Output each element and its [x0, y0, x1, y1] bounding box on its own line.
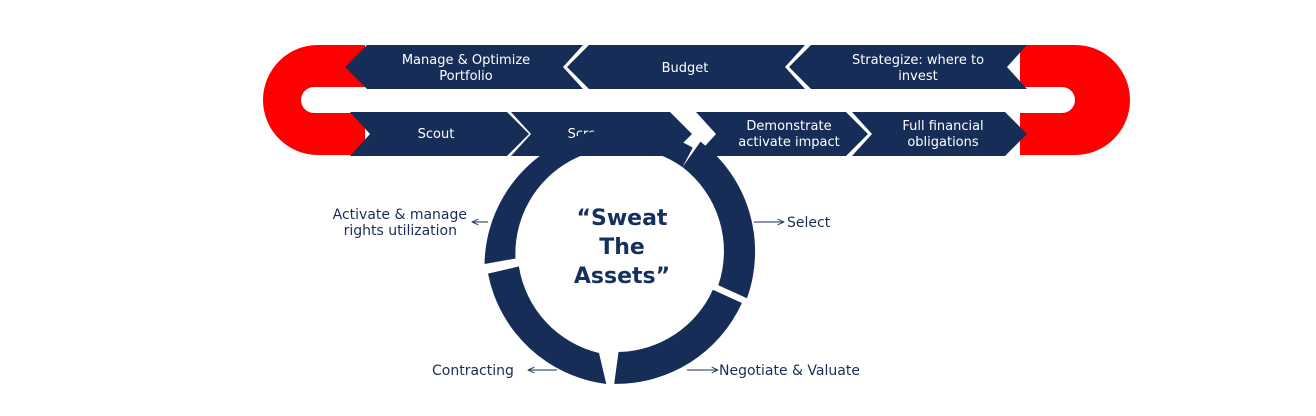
chevron-label-line1: Budget [662, 61, 709, 76]
contracting-label: Contracting [432, 363, 514, 379]
chevron-strategize: Strategize: where to invest [789, 45, 1027, 89]
right-red-u-turn [1020, 45, 1130, 155]
chevron-scout: Scout [350, 112, 529, 156]
cycle-segment-contracting [488, 266, 607, 384]
cycle-segment-negotiate [614, 289, 742, 384]
chevron-label-line1: Scout [418, 127, 455, 142]
chevron-budget: Budget [567, 45, 805, 89]
chevron-label-line1: Strategize: where to [852, 53, 984, 68]
center-title-line2: The [599, 235, 645, 260]
chevron-label-line2: obligations [907, 135, 979, 150]
activate-label-line1: Activate & manage [333, 207, 467, 223]
cycle-segment-activate [484, 128, 693, 264]
chevron-demonstrate: Demonstrate activate impact [696, 112, 868, 156]
activate-label-line2: rights utilization [344, 223, 457, 239]
chevron-label-line1: Demonstrate [746, 119, 831, 134]
chevron-manage-optimize: Manage & Optimize Portfolio [345, 45, 583, 89]
center-title-line1: “Sweat [577, 206, 668, 231]
left-red-u-turn [263, 45, 365, 155]
chevron-label-line2: Portfolio [439, 69, 493, 84]
negotiate-label: Negotiate & Valuate [719, 363, 860, 379]
chevron-label-line1: Manage & Optimize [402, 53, 530, 68]
chevron-full-financial: Full financial obligations [852, 112, 1027, 156]
chevron-label-line2: invest [898, 69, 937, 84]
cycle-ring [484, 128, 756, 384]
chevron-label-line2: activate impact [738, 135, 839, 150]
top-row: Manage & Optimize Portfolio Budget Strat… [345, 45, 1027, 89]
cycle-segment-select [682, 141, 756, 299]
select-label: Select [787, 215, 831, 231]
center-title-line3: Assets” [574, 264, 670, 289]
cycle-center-title: “Sweat The Assets” [574, 206, 670, 289]
chevron-label-line1: Full financial [902, 119, 983, 134]
